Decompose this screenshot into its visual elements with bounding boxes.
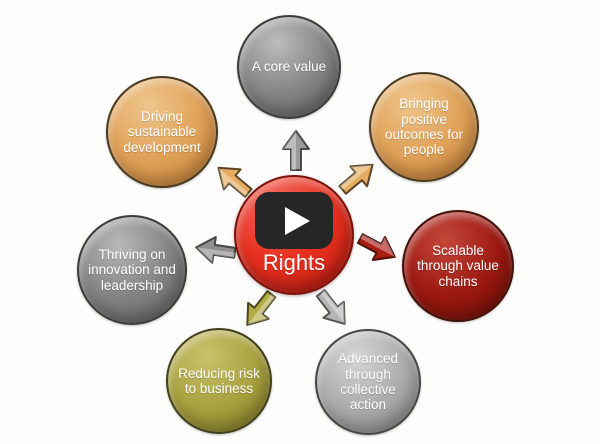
node-thriving-innovation: Thriving on innovation and leadership	[77, 215, 187, 325]
arrow-up-icon	[279, 128, 313, 172]
node-advanced-collective-action: Advanced through collective action	[315, 329, 421, 435]
center-label: Rights	[262, 250, 326, 275]
node-a-core-value: A core value	[237, 15, 341, 119]
node-label: Bringing positive outcomes for people	[384, 96, 464, 158]
arrow-left-icon	[191, 230, 239, 270]
arrow-right-icon	[351, 223, 406, 274]
arrow-up-right-icon	[330, 150, 386, 204]
node-driving-sustainable-development: Driving sustainable development	[106, 76, 218, 188]
arrow-up-left-icon	[205, 153, 261, 207]
node-scalable-value-chains: Scalable through value chains	[402, 210, 514, 322]
youtube-play-icon	[285, 206, 310, 235]
node-label: Advanced through collective action	[337, 351, 399, 413]
youtube-play-button[interactable]	[255, 192, 333, 249]
node-label: Reducing risk to business	[178, 365, 260, 396]
node-reducing-risk: Reducing risk to business	[166, 328, 272, 434]
arrow-down-left-icon	[232, 282, 286, 338]
node-label: Scalable through value chains	[417, 242, 499, 289]
arrow-down-right-icon	[306, 281, 360, 337]
node-label: Driving sustainable development	[123, 108, 201, 155]
node-bringing-positive-outcomes: Bringing positive outcomes for people	[369, 72, 479, 182]
node-label: Thriving on innovation and leadership	[88, 246, 176, 293]
center-node-rights: Rights	[234, 175, 354, 295]
node-label: A core value	[251, 59, 327, 75]
